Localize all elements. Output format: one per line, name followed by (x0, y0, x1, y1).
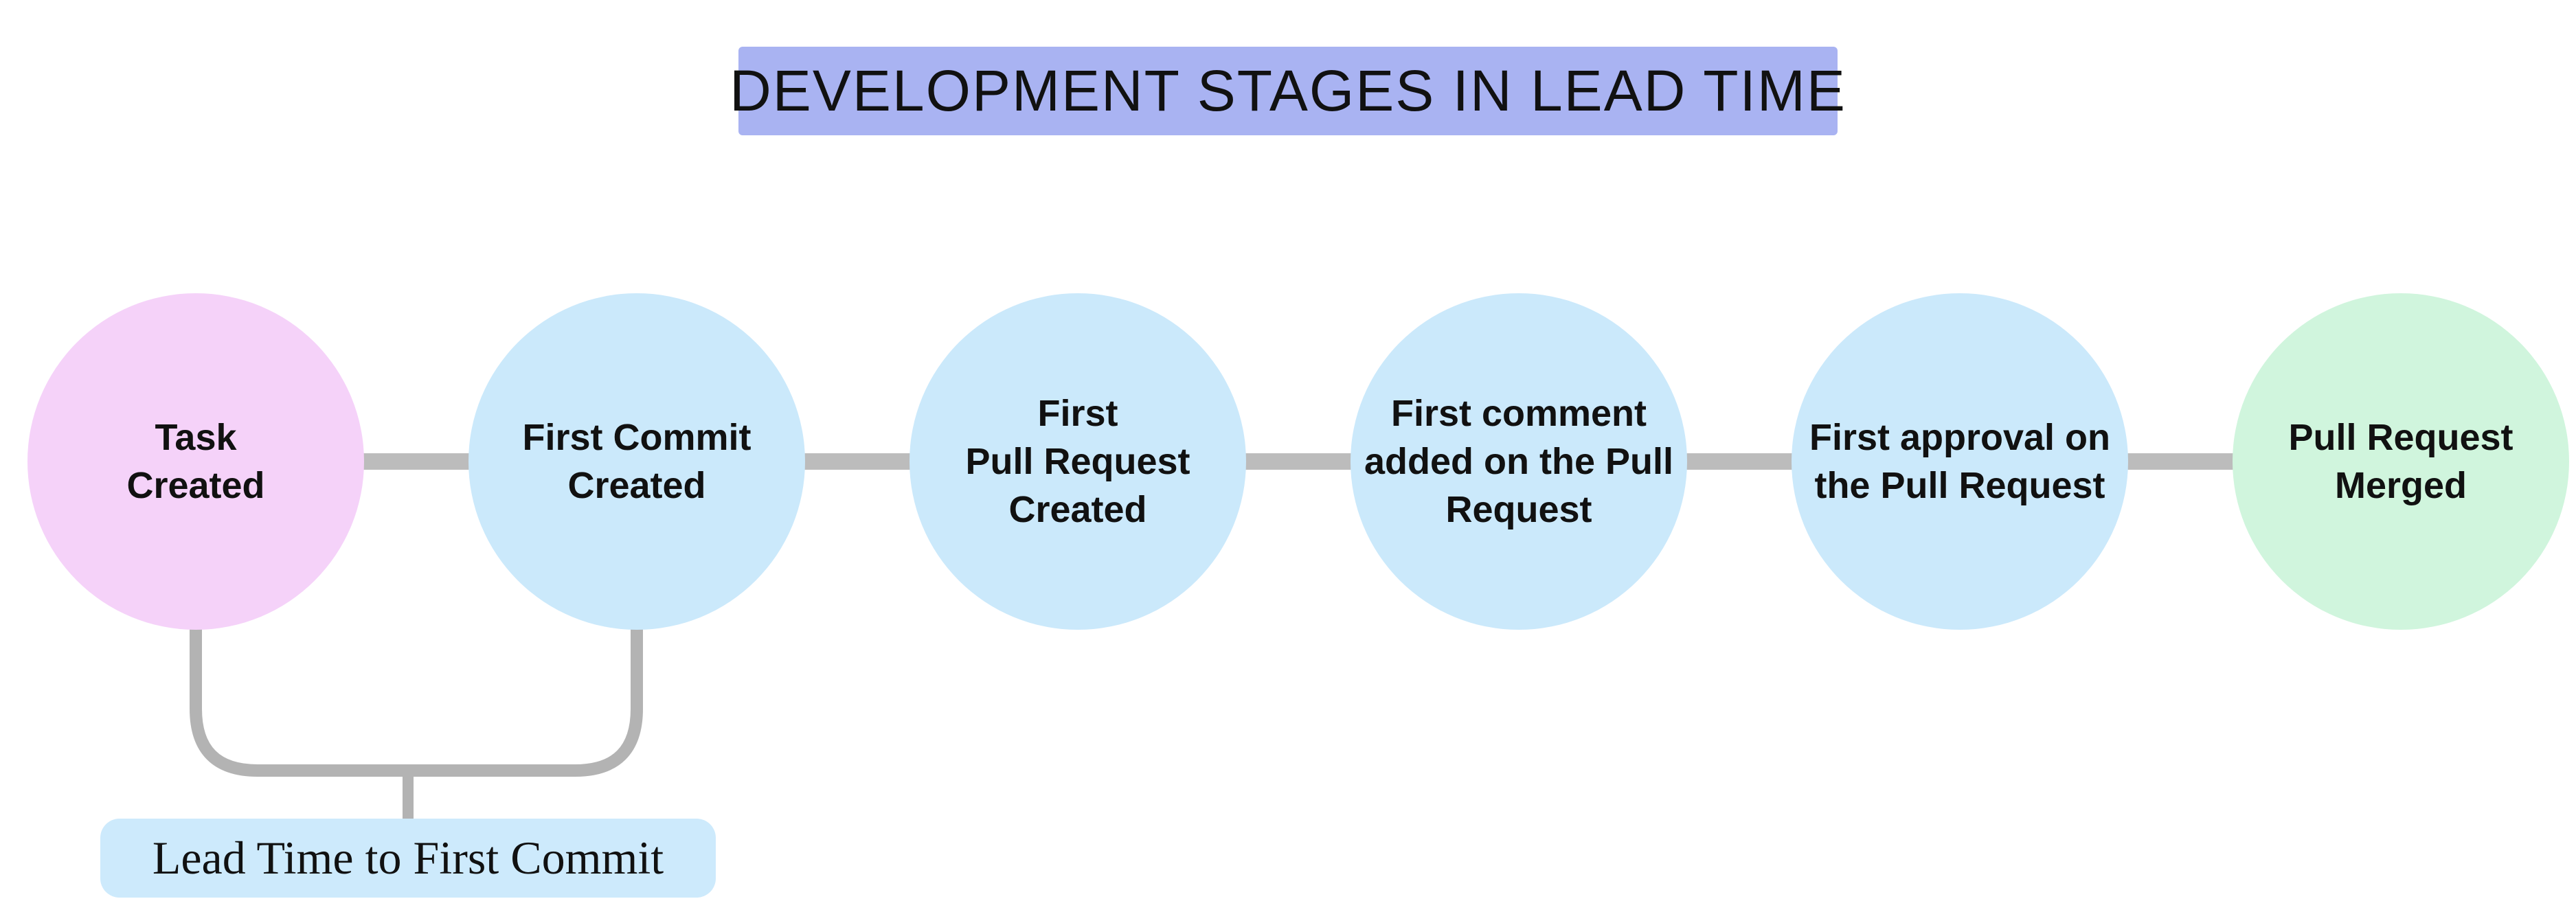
bracket-curve (190, 622, 643, 777)
stage-circle-first-comment-added: First comment added on the Pull Request (1351, 293, 1687, 630)
stage-label: First comment added on the Pull Request (1364, 392, 1673, 531)
stage-circle-pull-request-merged: Pull Request Merged (2233, 293, 2569, 630)
stage-circle-task-created: Task Created (27, 293, 364, 630)
stage-label: Task Created (126, 416, 265, 506)
lead-time-annotation: Lead Time to First Commit (100, 819, 716, 898)
stage-label: Pull Request Merged (2288, 416, 2513, 506)
stage-circle-first-pull-request-created: First Pull Request Created (909, 293, 1246, 630)
stage-label: First approval on the Pull Request (1809, 416, 2111, 506)
stage-label: First Commit Created (522, 416, 752, 506)
stage-circle-first-commit-created: First Commit Created (468, 293, 805, 630)
stage-circle-first-approval: First approval on the Pull Request (1792, 293, 2128, 630)
stage-label: First Pull Request Created (965, 392, 1190, 531)
page-title: DEVELOPMENT STAGES IN LEAD TIME (730, 47, 1845, 135)
